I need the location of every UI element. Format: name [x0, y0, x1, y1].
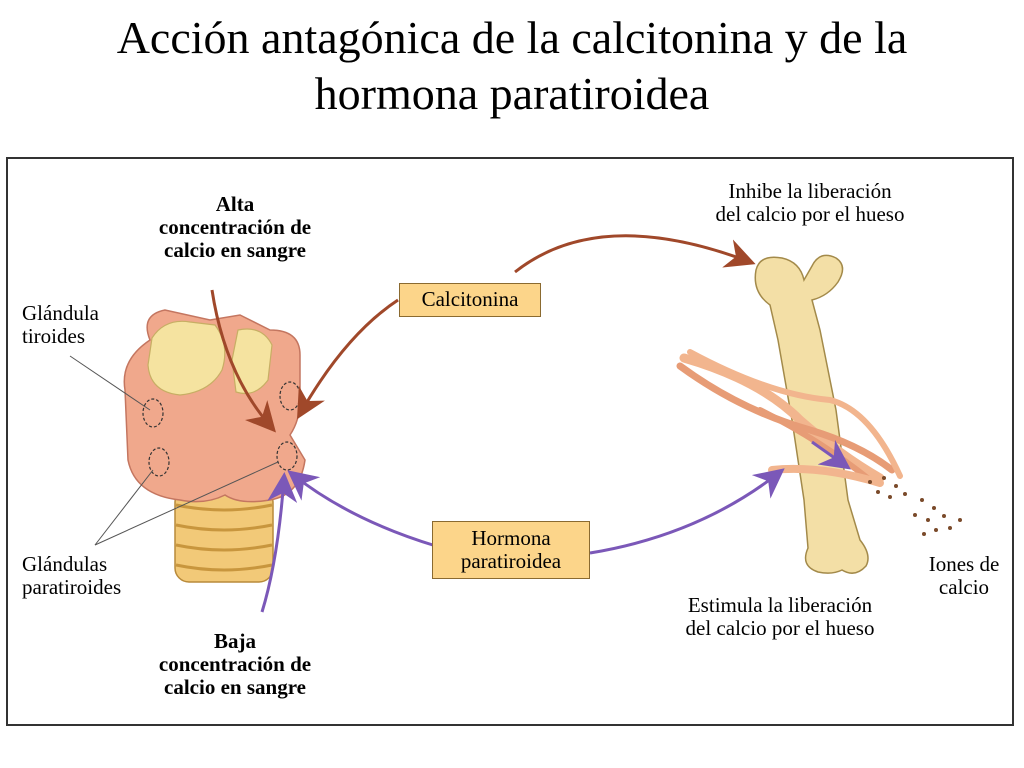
thyroid-label: Glándula tiroides — [22, 301, 99, 348]
title-line-1: Acción antagónica de la calcitonina y de… — [116, 12, 908, 63]
thyroid-gland-icon — [123, 309, 306, 503]
calcium-ions-icon — [868, 476, 962, 536]
trachea-icon — [174, 487, 274, 583]
calcium-ions-label: Iones de calcio — [928, 552, 1000, 599]
parathyroid-label: Glándulas paratiroides — [22, 552, 122, 599]
diagram-frame — [6, 157, 1014, 726]
pth-box: Hormona paratiroidea — [432, 521, 590, 579]
title-line-2: hormona paratiroidea — [314, 68, 710, 119]
page-title: Acción antagónica de la calcitonina y de… — [0, 10, 1024, 122]
pth-arrows — [260, 439, 851, 613]
calcitonin-box: Calcitonina — [399, 283, 541, 317]
label-pointer-lines — [69, 355, 279, 546]
stimulates-label: Estimula la liberación del calcio por el… — [685, 593, 875, 640]
low-calcium-label: Baja concentración de calcio en sangre — [158, 629, 312, 699]
bone-icon — [754, 254, 869, 574]
high-calcium-label: Alta concentración de calcio en sangre — [158, 192, 312, 262]
muscle-strands-icon — [676, 349, 903, 487]
calcitonin-arrows — [210, 234, 756, 433]
inhibits-label: Inhibe la liberación del calcio por el h… — [715, 179, 905, 226]
